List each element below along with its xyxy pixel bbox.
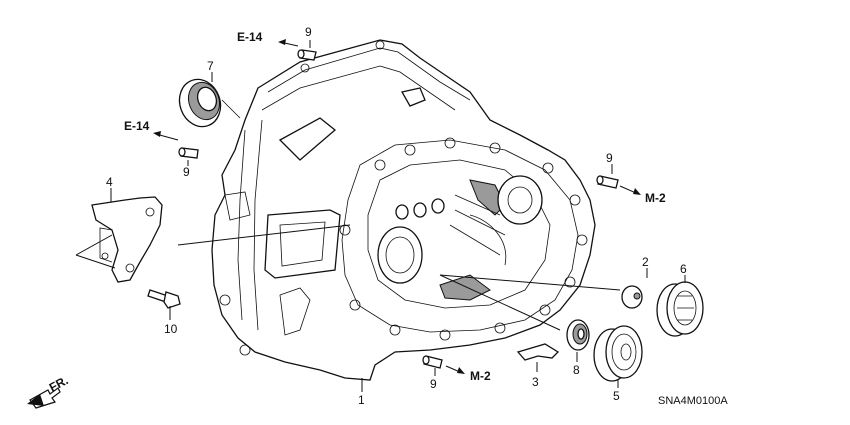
dowel-pin-part-9-bottom bbox=[422, 355, 443, 369]
arrow-icon-m2-right bbox=[619, 185, 641, 195]
ref-m2-right: M-2 bbox=[645, 191, 666, 205]
clutch-housing bbox=[211, 39, 596, 381]
label-part-9-bottom: 9 bbox=[430, 377, 437, 391]
plate-part-3 bbox=[516, 343, 560, 361]
leader-lines bbox=[75, 40, 686, 392]
label-part-9-top: 9 bbox=[305, 25, 312, 39]
label-part-9-right: 9 bbox=[606, 151, 613, 165]
dowel-pin-part-9-left bbox=[178, 147, 199, 159]
label-part-2: 2 bbox=[642, 255, 649, 269]
ref-e14-top: E-14 bbox=[237, 30, 263, 44]
ball-bearing-part-5 bbox=[593, 325, 643, 382]
front-arrow-icon bbox=[27, 387, 61, 409]
oil-seal-part-7 bbox=[178, 78, 241, 128]
label-part-7: 7 bbox=[207, 59, 214, 73]
label-part-10: 10 bbox=[164, 322, 178, 336]
label-part-8: 8 bbox=[573, 363, 580, 377]
bolt-part-10 bbox=[147, 289, 181, 309]
front-label: FR. bbox=[47, 373, 71, 394]
arrow-icon-e14-top bbox=[278, 39, 299, 47]
ref-m2-bottom: M-2 bbox=[470, 369, 491, 383]
label-part-9-left: 9 bbox=[183, 165, 190, 179]
dowel-pin-part-9-right bbox=[596, 175, 619, 189]
bracket-part-4 bbox=[91, 196, 163, 283]
label-part-4: 4 bbox=[106, 175, 113, 189]
arrow-icon-m2-bottom bbox=[445, 365, 465, 374]
washer-part-2 bbox=[621, 285, 643, 309]
roller-bearing-part-6 bbox=[656, 281, 704, 337]
seal-part-8 bbox=[566, 319, 590, 351]
label-part-1: 1 bbox=[358, 393, 365, 407]
label-part-6: 6 bbox=[680, 262, 687, 276]
label-part-5: 5 bbox=[613, 389, 620, 403]
label-part-3: 3 bbox=[532, 375, 539, 389]
ref-e14-left: E-14 bbox=[124, 119, 150, 133]
diagram-code: SNA4M0100A bbox=[658, 395, 728, 407]
arrow-icon-e14-left bbox=[153, 131, 179, 141]
dowel-pin-part-9-top bbox=[297, 49, 317, 61]
